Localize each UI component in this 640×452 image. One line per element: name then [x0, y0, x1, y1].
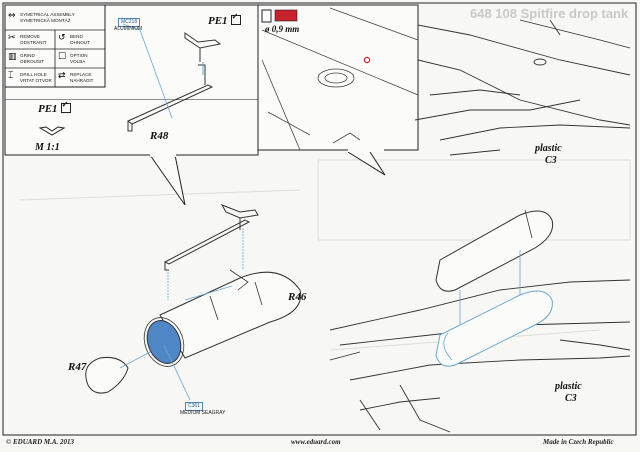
wing-panel-lines: [261, 7, 419, 151]
tank-end-cap-paint: [146, 320, 182, 364]
plastic-label-bottom: plastic: [555, 381, 582, 392]
legend-grind: GRIND: [20, 53, 35, 58]
plastic-label-top: plastic: [535, 143, 562, 154]
r48-hanger-part: [127, 32, 222, 132]
legend-volba: VOLBA: [70, 59, 86, 64]
legend-sym-assembly: SYMETRICAL ASSEMBLY: [20, 12, 75, 17]
paint-name-medium-seagray: MEDIUM SEAGRAY: [180, 410, 226, 416]
legend-bend: BEND: [70, 34, 83, 39]
wing-assembly-bottom: [329, 279, 631, 433]
title-ghost: 648 108 Spitfire drop tank: [470, 6, 629, 21]
legend-ohnout: OHNOUT: [70, 40, 90, 45]
legend-remove: REMOVE: [20, 34, 40, 39]
paint-name-aluminium: ALUMINIUM: [114, 26, 143, 32]
checkmark-icon: [60, 101, 71, 114]
r47-nose-cone: [85, 351, 151, 394]
grind-icon: ▥: [8, 52, 17, 62]
r46-hanger-part: [163, 204, 259, 271]
legend-vrtat: VRTAT OTVOR: [20, 78, 52, 83]
drill-icon: [261, 9, 272, 23]
legend-replace: REPLACE: [70, 72, 92, 77]
c3-drop-tank-mounted: [435, 290, 553, 367]
legend-nahradit: NAHRADIT: [70, 78, 94, 83]
symmetry-icon: ⇔: [8, 11, 16, 21]
wing-assembly-top: [414, 19, 631, 156]
r47-label: R47: [68, 361, 87, 373]
checkmark-icon: [230, 13, 241, 26]
pe1-top-label: PE1: [208, 13, 241, 27]
drill-detail-box: [257, 4, 419, 151]
drill-legend-icon: ⌶: [8, 71, 14, 81]
r46-label: R46: [288, 291, 307, 303]
legend-sym-montaz: SYMETRICKÁ MONTÁŽ: [20, 18, 71, 23]
c3-label-top: C3: [545, 155, 557, 166]
footer-website: www.eduard.com: [291, 438, 341, 446]
legend-option: OPTION: [70, 53, 88, 58]
drill-color-swatch: [274, 9, 298, 22]
legend-drill: DRILL HOLE: [20, 72, 47, 77]
drill-size-label: ø 0,9 mm: [265, 24, 300, 34]
remove-icon: ✂: [8, 33, 16, 43]
footer-copyright: © EDUARD M.A. 2013: [6, 438, 75, 446]
r46-drop-tank: [143, 269, 302, 367]
option-icon: ☐: [58, 52, 67, 62]
pe1-scale-chevron: [38, 126, 66, 136]
scale-label: M 1:1: [35, 142, 60, 153]
legend-obrousit: OBROUSIT: [20, 59, 44, 64]
c3-label-bottom: C3: [565, 393, 577, 404]
drill-hole-mark: [363, 56, 371, 64]
c3-drop-tank-upper: [435, 209, 554, 292]
replace-icon: ⇄: [58, 71, 66, 81]
paint-code-c361: C361: [185, 402, 203, 411]
legend-odstranit: ODSTRANIT: [20, 40, 47, 45]
r48-label: R48: [150, 130, 169, 142]
footer-made-in: Made in Czech Republic: [543, 438, 614, 446]
paint-code-mc218: MC218: [118, 18, 141, 27]
pe1-left-label: PE1: [38, 101, 71, 115]
bend-icon: ↺: [58, 33, 66, 43]
